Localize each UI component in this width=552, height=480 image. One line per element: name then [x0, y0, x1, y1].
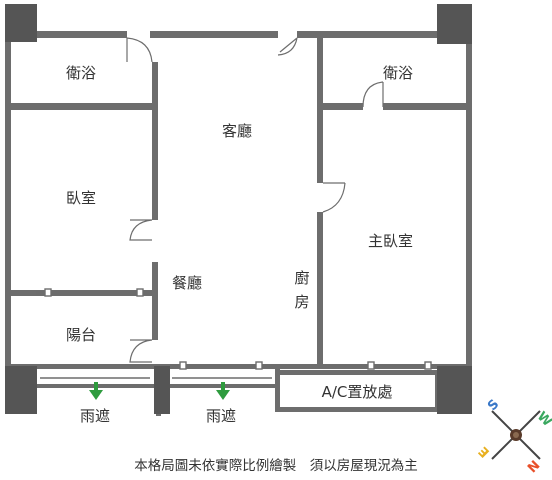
wall-top-middle — [150, 31, 278, 38]
wall-left-rooms-right-2 — [152, 108, 158, 220]
label-dining: 餐廳 — [172, 274, 203, 292]
canopy-line-right-end — [275, 364, 280, 412]
doors — [126, 37, 384, 363]
wall-left — [5, 31, 11, 411]
label-bath-right: 衛浴 — [383, 64, 414, 82]
wall-bath-left-bottom — [5, 103, 157, 110]
door-master — [322, 182, 346, 213]
wall-left-rooms-right-3 — [152, 262, 158, 340]
wall-bath-right-bottom-2 — [383, 103, 472, 110]
label-kitchen: 廚 房 — [293, 266, 311, 314]
wall-kitchen-left-2 — [317, 212, 323, 368]
wall-left-rooms-right-1 — [152, 62, 158, 108]
column-top-left — [5, 4, 37, 42]
label-kitchen-bottom: 房 — [294, 293, 310, 311]
ac-box-top — [275, 370, 440, 375]
column-bottom-left — [5, 366, 37, 414]
wall-bedroom-bottom — [5, 290, 157, 296]
wall-right — [466, 31, 472, 376]
disclaimer-note: 本格局圖未依實際比例繪製 須以房屋現況為主 — [134, 458, 418, 474]
column-bottom-middle — [154, 366, 170, 414]
wall-bath-right-bottom — [317, 103, 363, 110]
ac-box-bottom — [275, 407, 440, 412]
compass — [491, 410, 541, 460]
canopy-arrows — [89, 382, 230, 400]
label-living: 客廳 — [222, 122, 253, 140]
arrow-canopy-right — [216, 382, 230, 400]
label-ac-area: A/C置放處 — [321, 382, 393, 401]
wall-top-right — [297, 31, 469, 38]
wall-top-left — [5, 31, 127, 38]
label-balcony: 陽台 — [66, 326, 97, 344]
column-bottom-right — [437, 366, 472, 414]
column-top-right — [437, 4, 472, 44]
door-bath-left — [126, 37, 153, 63]
door-balcony — [129, 339, 153, 363]
door-entrance — [277, 37, 298, 56]
label-master-bedroom: 主臥室 — [368, 232, 414, 250]
arrow-canopy-left — [89, 382, 103, 400]
label-kitchen-top: 廚 — [294, 269, 310, 287]
door-bath-right — [362, 81, 384, 108]
walls — [5, 31, 472, 416]
label-bedroom: 臥室 — [66, 189, 97, 207]
wall-bottom-left — [5, 364, 157, 369]
label-canopy-left: 雨遮 — [80, 407, 111, 425]
door-bedroom — [129, 219, 153, 241]
columns — [5, 4, 472, 414]
label-bath-left: 衛浴 — [66, 64, 97, 82]
windows — [36, 288, 432, 379]
label-canopy-right: 雨遮 — [206, 407, 237, 425]
